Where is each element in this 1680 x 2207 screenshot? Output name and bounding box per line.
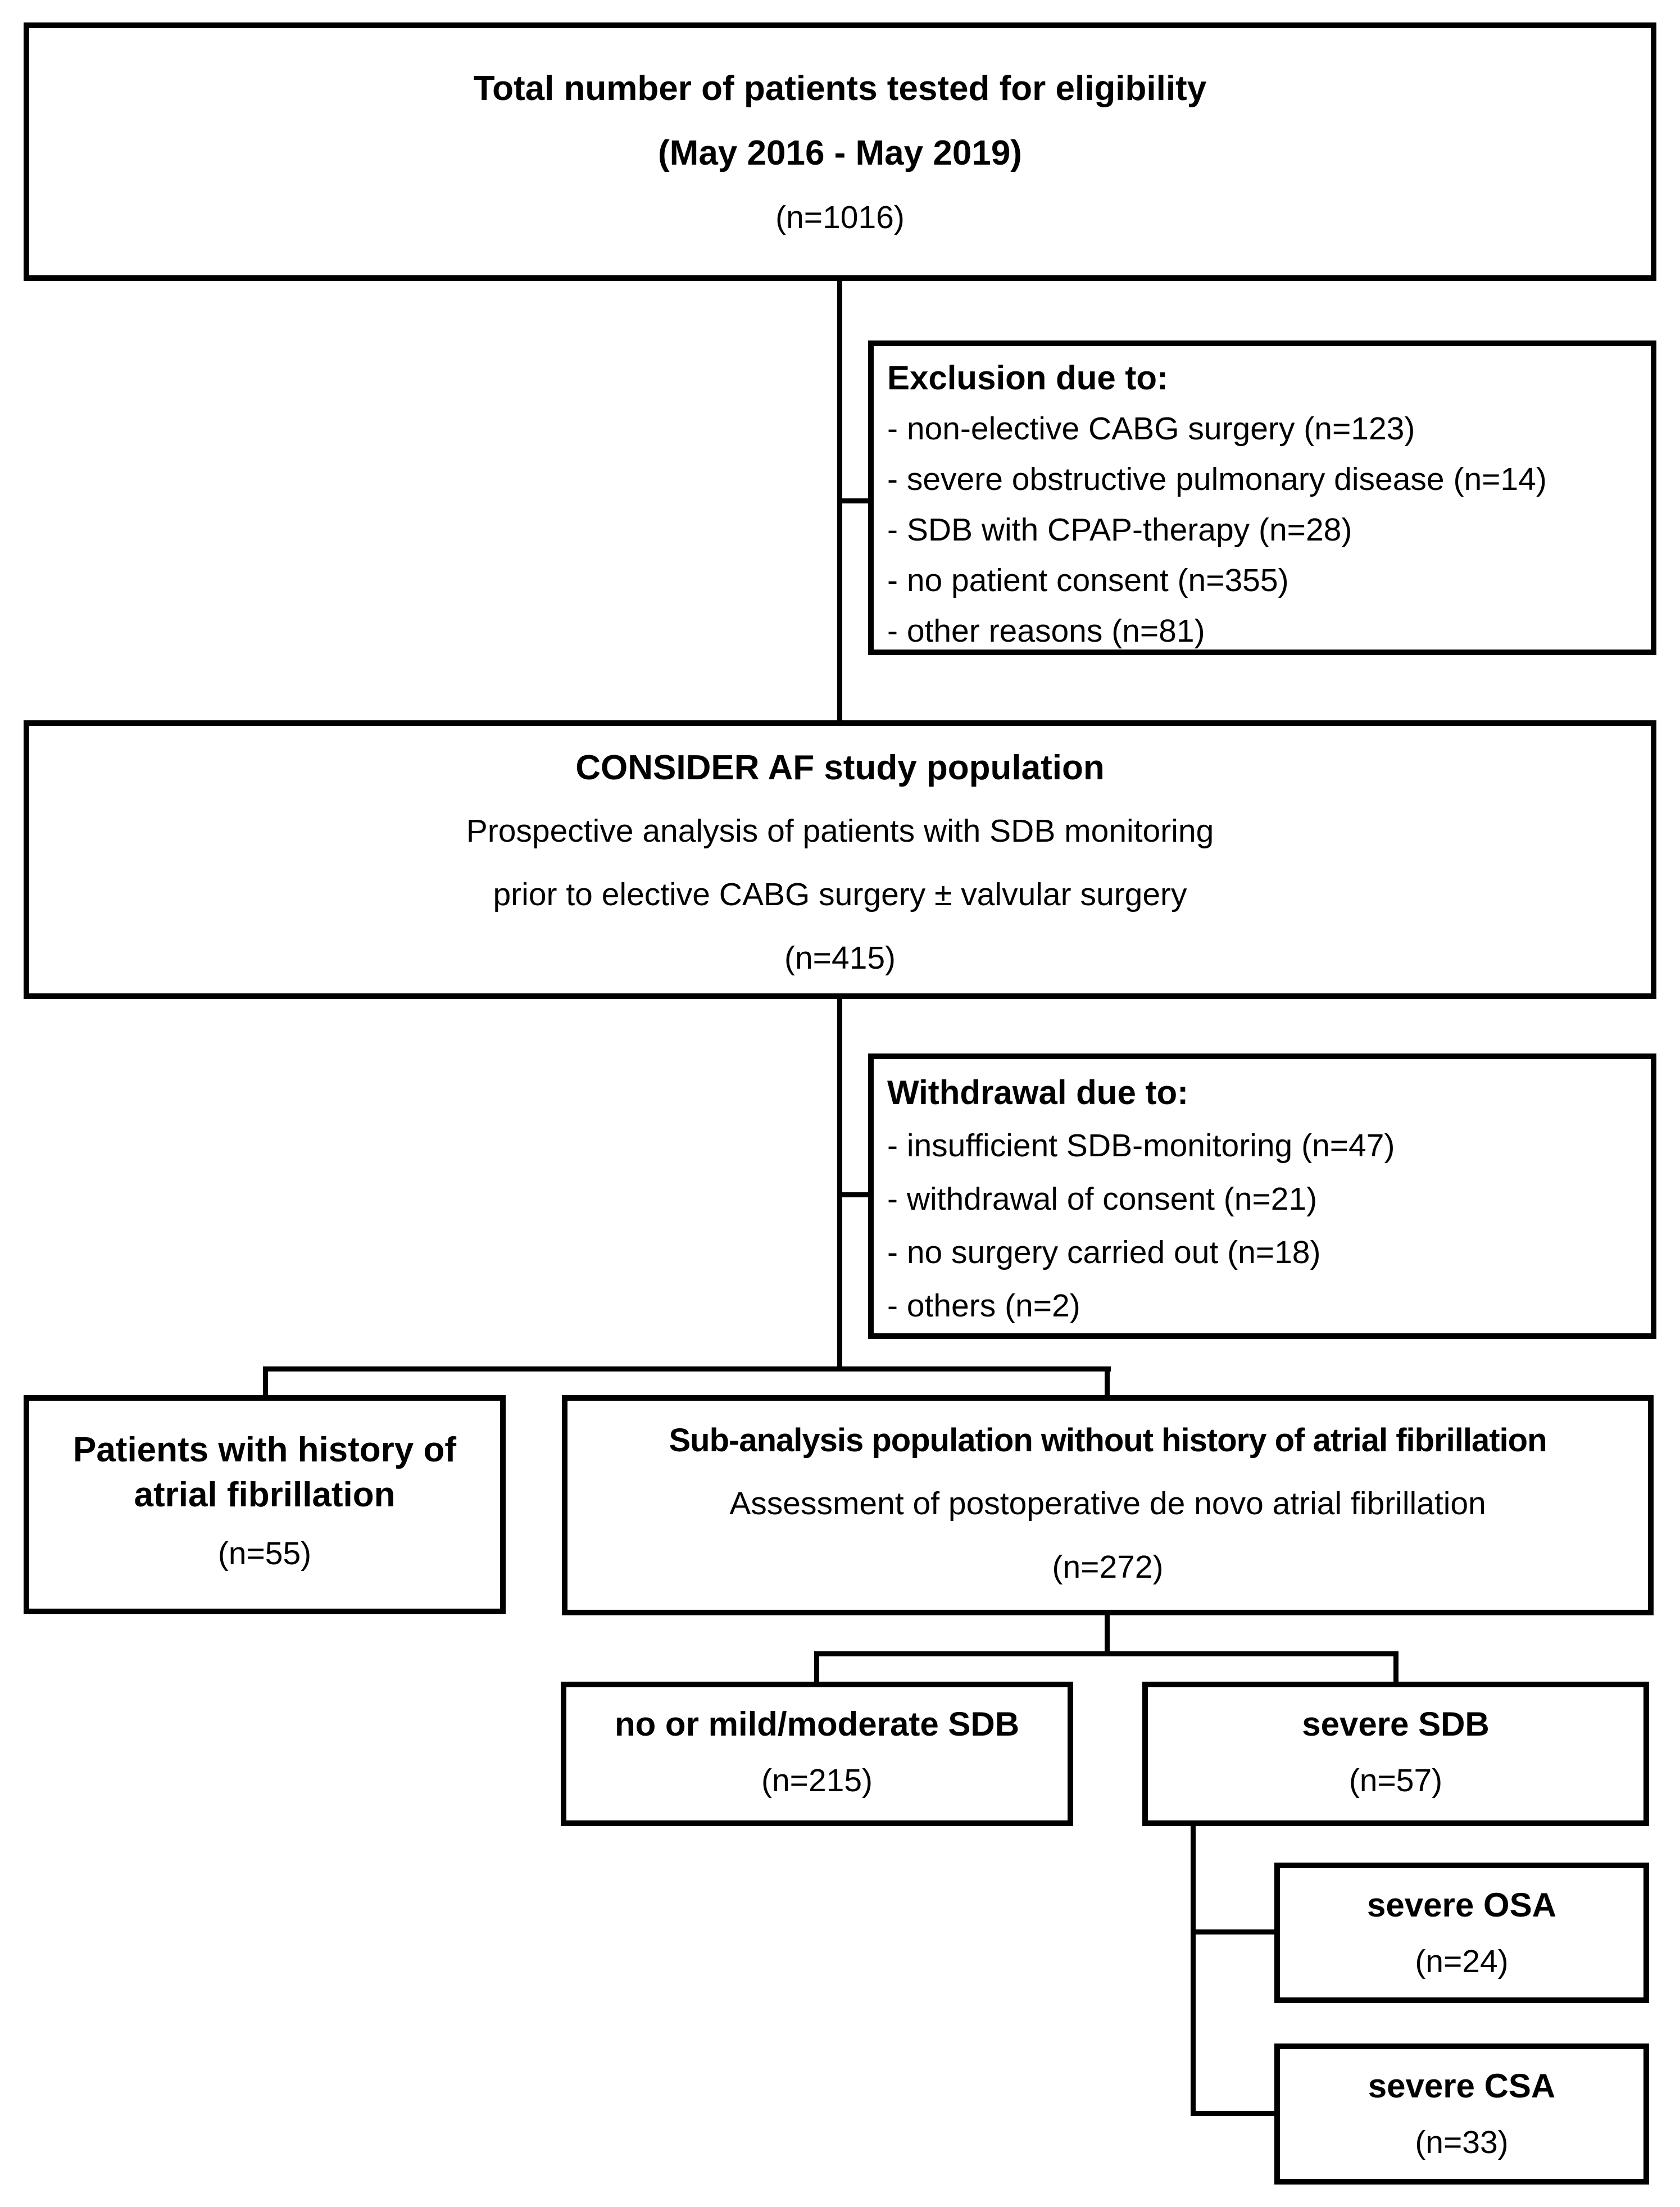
connector-to-severe-csa — [1196, 2111, 1274, 2116]
sub-analysis-n: (n=272) — [1052, 1549, 1164, 1585]
split-line-history-subanalysis — [263, 1366, 1111, 1372]
no-mild-moderate-sdb-n: (n=215) — [761, 1763, 873, 1799]
study-population-title: CONSIDER AF study population — [575, 748, 1105, 787]
severe-csa-title: severe CSA — [1368, 2067, 1556, 2105]
study-population-box: CONSIDER AF study population Prospective… — [24, 720, 1656, 999]
exclusion-item: - other reasons (n=81) — [887, 613, 1205, 649]
severe-csa-n: (n=33) — [1415, 2124, 1509, 2160]
severe-sdb-n: (n=57) — [1348, 1763, 1443, 1799]
study-population-line3: prior to elective CABG surgery ± valvula… — [493, 877, 1187, 912]
exclusion-item: - non-elective CABG surgery (n=123) — [887, 411, 1415, 447]
severe-osa-n: (n=24) — [1415, 1943, 1509, 1979]
connector-withdrawal — [842, 1192, 868, 1197]
withdrawal-item: - others (n=2) — [887, 1288, 1080, 1324]
study-population-n: (n=415) — [784, 940, 896, 976]
severe-osa-title: severe OSA — [1367, 1886, 1556, 1924]
drop-to-no-mild-sdb — [814, 1656, 819, 1682]
exclusion-item: - SDB with CPAP-therapy (n=28) — [887, 512, 1352, 548]
connector-exclusion — [842, 498, 868, 503]
connector-to-severe-osa — [1196, 1929, 1274, 1934]
exclusion-box: Exclusion due to: - non-elective CABG su… — [868, 340, 1656, 655]
severe-sdb-box: severe SDB (n=57) — [1142, 1682, 1649, 1826]
history-af-n: (n=55) — [217, 1536, 312, 1572]
severe-osa-box: severe OSA (n=24) — [1274, 1863, 1649, 2003]
connector-study-to-split — [837, 999, 842, 1372]
drop-to-severe-sdb — [1393, 1656, 1399, 1682]
study-population-line2: Prospective analysis of patients with SD… — [466, 813, 1214, 849]
connector-eligibility-to-study — [837, 281, 842, 720]
eligibility-n: (n=1016) — [775, 199, 905, 235]
withdrawal-item: - no surgery carried out (n=18) — [887, 1234, 1321, 1270]
exclusion-heading: Exclusion due to: — [887, 359, 1169, 397]
severe-sdb-title: severe SDB — [1302, 1705, 1490, 1743]
withdrawal-box: Withdrawal due to: - insufficient SDB-mo… — [868, 1053, 1656, 1339]
withdrawal-heading: Withdrawal due to: — [887, 1074, 1189, 1111]
severe-csa-box: severe CSA (n=33) — [1274, 2043, 1649, 2185]
eligibility-dates: (May 2016 - May 2019) — [658, 134, 1022, 172]
drop-to-history-af — [263, 1372, 268, 1395]
history-af-title-line2: atrial fibrillation — [134, 1475, 396, 1514]
no-mild-moderate-sdb-box: no or mild/moderate SDB (n=215) — [561, 1682, 1073, 1826]
sub-analysis-line2: Assessment of postoperative de novo atri… — [729, 1486, 1486, 1522]
exclusion-item: - no patient consent (n=355) — [887, 562, 1289, 598]
connector-severe-sdb-down — [1191, 1826, 1196, 2116]
history-af-title-line1: Patients with history of — [72, 1431, 457, 1469]
withdrawal-item: - withdrawal of consent (n=21) — [887, 1181, 1318, 1217]
sub-analysis-title: Sub-analysis population without history … — [669, 1422, 1547, 1459]
no-mild-moderate-sdb-title: no or mild/moderate SDB — [614, 1705, 1020, 1743]
split-line-sdb — [814, 1651, 1399, 1656]
connector-subanalysis-down — [1105, 1615, 1110, 1656]
eligibility-box: Total number of patients tested for elig… — [24, 22, 1656, 281]
drop-to-sub-analysis — [1105, 1372, 1110, 1395]
history-af-box: Patients with history of atrial fibrilla… — [24, 1395, 506, 1614]
exclusion-item: - severe obstructive pulmonary disease (… — [887, 461, 1547, 497]
withdrawal-item: - insufficient SDB-monitoring (n=47) — [887, 1128, 1395, 1164]
eligibility-title: Total number of patients tested for elig… — [473, 69, 1207, 108]
sub-analysis-box: Sub-analysis population without history … — [562, 1395, 1654, 1615]
